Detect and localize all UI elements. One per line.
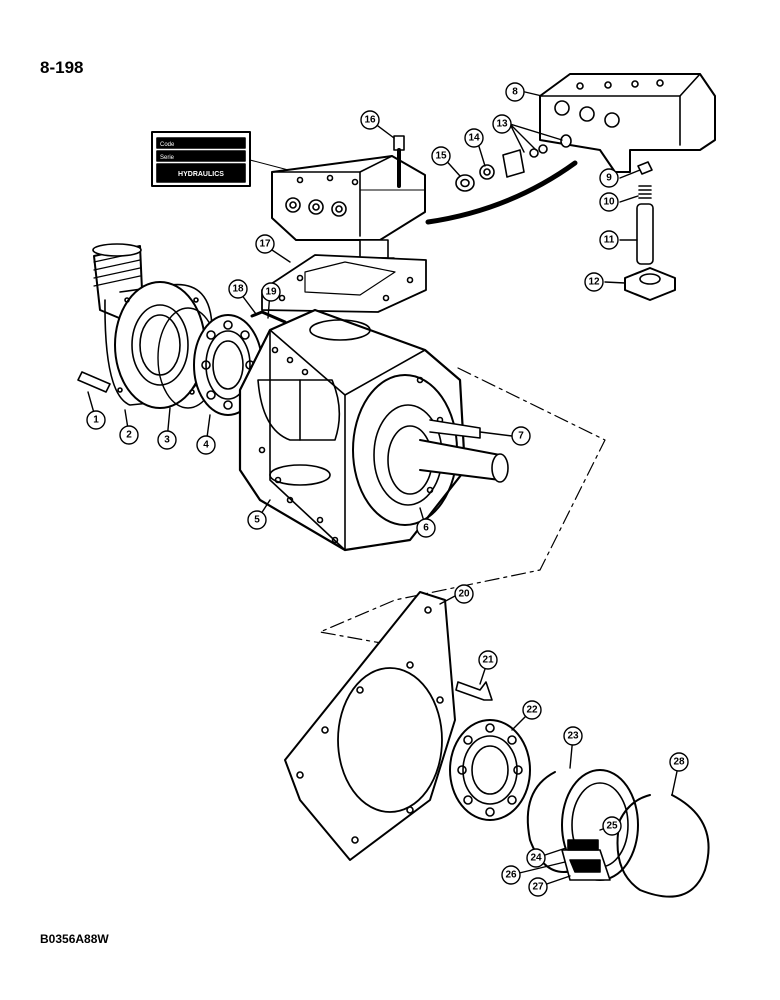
callout-14: 14 bbox=[468, 133, 480, 144]
page-number: 8-198 bbox=[40, 58, 84, 77]
callout-16: 16 bbox=[364, 115, 376, 126]
valve-block bbox=[271, 135, 426, 271]
callout-15: 15 bbox=[435, 151, 447, 162]
callout-1: 1 bbox=[93, 415, 99, 426]
callout-25: 25 bbox=[606, 821, 618, 832]
callout-26: 26 bbox=[505, 870, 517, 881]
callout-5: 5 bbox=[254, 515, 260, 526]
plate-row-code: Code bbox=[160, 142, 175, 148]
callouts: 1 2 3 4 5 6 7 8 9 10 11 12 13 14 15 16 1… bbox=[86, 82, 689, 897]
circlip-23 bbox=[526, 771, 576, 873]
callout-24: 24 bbox=[530, 853, 542, 864]
callout-8: 8 bbox=[512, 87, 518, 98]
snap-ring bbox=[616, 794, 710, 898]
seal-housing bbox=[561, 769, 639, 881]
callout-3: 3 bbox=[164, 435, 170, 446]
callout-12: 12 bbox=[588, 277, 600, 288]
callout-badges bbox=[86, 82, 689, 897]
bolts bbox=[77, 310, 287, 393]
plate-brand: HYDRAULICS bbox=[178, 171, 224, 178]
mount-plate bbox=[284, 591, 456, 861]
relief-stack bbox=[624, 161, 676, 301]
callout-20: 20 bbox=[458, 589, 470, 600]
spool-parts bbox=[455, 134, 572, 192]
callout-22: 22 bbox=[526, 705, 538, 716]
callout-7: 7 bbox=[518, 431, 524, 442]
hydraulics-plate: Code Serie HYDRAULICS bbox=[151, 131, 297, 187]
callout-19: 19 bbox=[265, 287, 277, 298]
callout-23: 23 bbox=[567, 731, 579, 742]
callout-9: 9 bbox=[606, 173, 612, 184]
callout-18: 18 bbox=[232, 284, 244, 295]
callout-2: 2 bbox=[126, 430, 132, 441]
callout-13: 13 bbox=[496, 119, 508, 130]
callout-21: 21 bbox=[482, 655, 494, 666]
callout-28: 28 bbox=[673, 757, 685, 768]
callout-10: 10 bbox=[603, 197, 615, 208]
callout-17: 17 bbox=[259, 239, 271, 250]
hose-line bbox=[425, 160, 578, 225]
gasket bbox=[261, 254, 427, 313]
callout-11: 11 bbox=[604, 235, 615, 246]
elbow-flange bbox=[92, 243, 213, 409]
bolt-21 bbox=[455, 681, 493, 701]
plate-row-serie: Serie bbox=[160, 155, 175, 161]
figure-code: B0356A88W bbox=[40, 932, 109, 946]
callout-27: 27 bbox=[532, 882, 544, 893]
drive-shaft bbox=[419, 419, 509, 483]
callout-4: 4 bbox=[203, 440, 209, 451]
bearing-22 bbox=[449, 719, 531, 821]
callout-6: 6 bbox=[423, 523, 429, 534]
upper-block bbox=[539, 73, 716, 173]
